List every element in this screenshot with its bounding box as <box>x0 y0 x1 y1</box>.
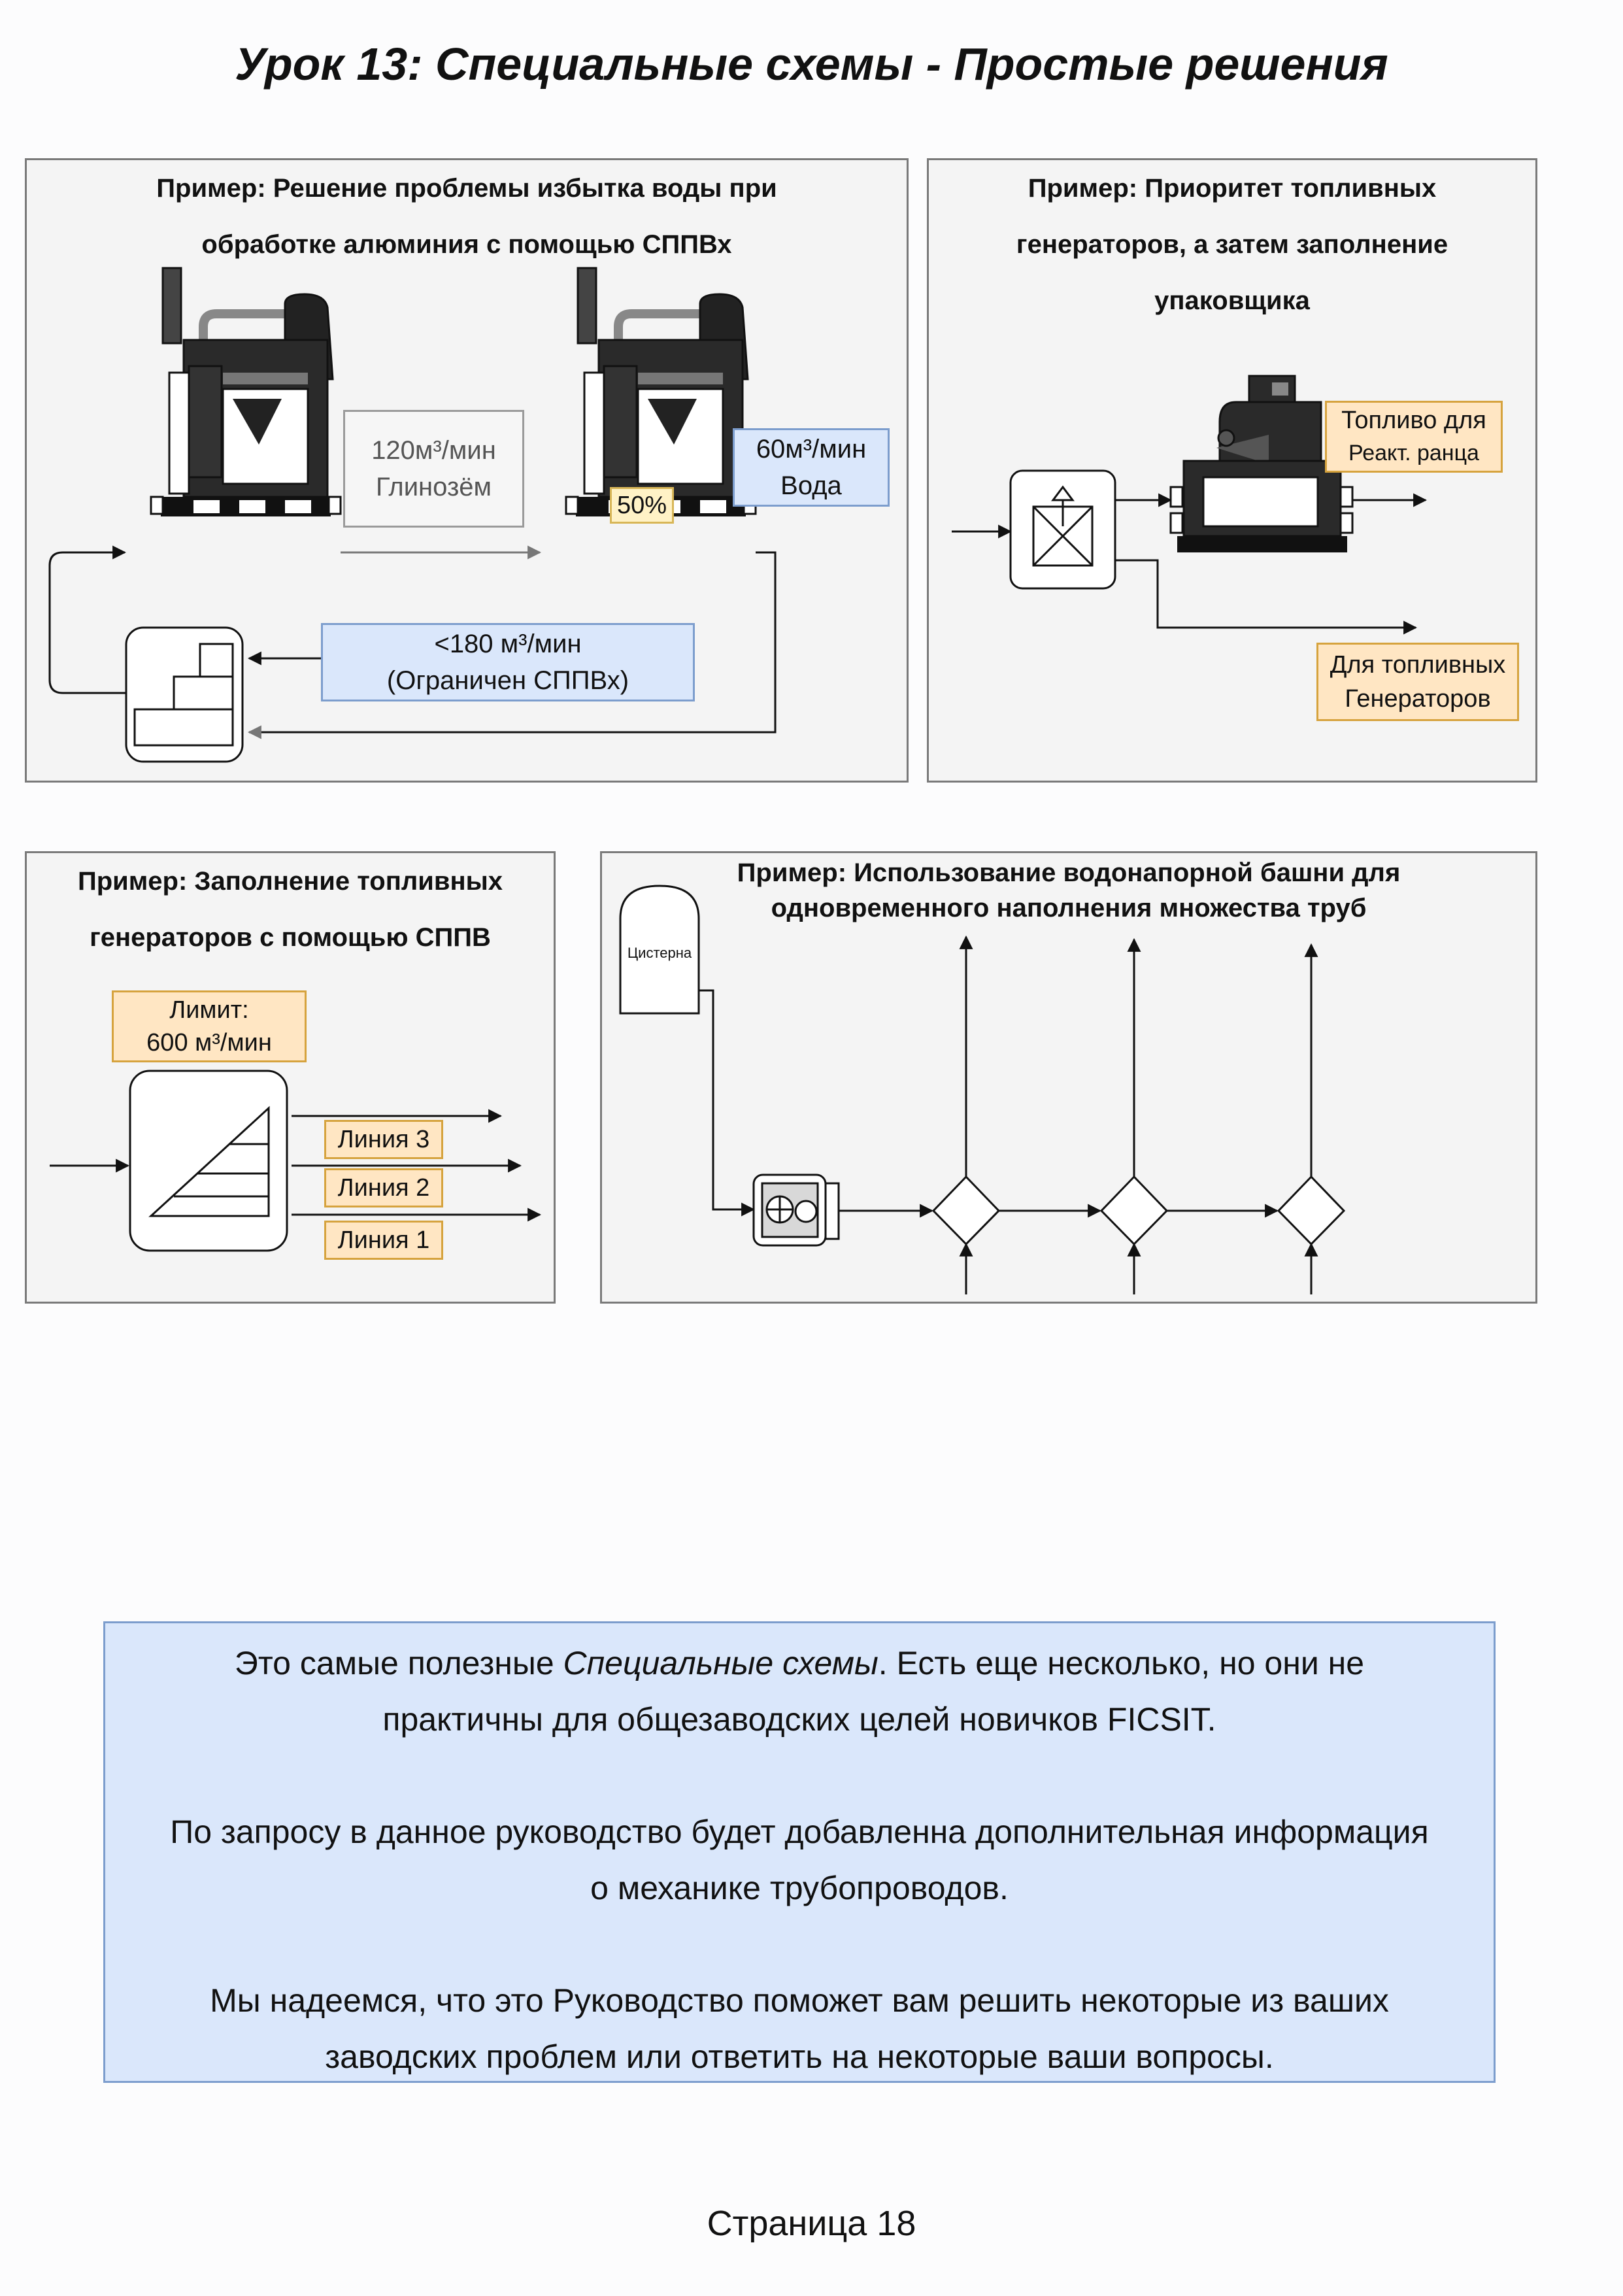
panel3-title-line2: генераторов с помощью СППВ <box>90 923 491 952</box>
tank-label: Цистерна <box>627 945 692 961</box>
loop-pipe <box>48 545 127 694</box>
junction-1 <box>931 1175 1001 1246</box>
summary-p2-line2: о механике трубопроводов. <box>590 1870 1009 1906</box>
panel4-title-line1: Пример: Использование водонапорной башни… <box>737 858 1401 887</box>
generators-note: Для топливных Генераторов <box>1316 643 1519 721</box>
junction-2 <box>1099 1175 1169 1246</box>
valve-icon <box>125 626 244 763</box>
to-generators-pipe <box>1115 559 1418 635</box>
water-note: 60м³/мин Вода <box>733 428 890 507</box>
line3-label: Линия 3 <box>324 1120 443 1159</box>
limit-line2: (Ограничен СППВх) <box>386 666 629 695</box>
packager-icon <box>1169 375 1354 552</box>
water-return-pipe <box>247 551 777 739</box>
panel4-title-line2: одновременного наполнения множества труб <box>771 894 1367 922</box>
line2-label: Линия 2 <box>324 1168 443 1207</box>
jetpack-line1: Топливо для <box>1341 407 1486 434</box>
limit-line1: Лимит: <box>169 996 249 1024</box>
panel3-diagram <box>50 1070 542 1252</box>
panel-fuel-priority: Пример: Приоритет топливных генераторов,… <box>927 158 1537 783</box>
special-schemes-term: Специальные схемы <box>563 1645 878 1681</box>
panel1-title-line1: Пример: Решение проблемы избытка воды пр… <box>156 174 777 203</box>
panel-fuel-generators: Пример: Заполнение топливных генераторов… <box>25 851 556 1304</box>
alumina-note: 120м³/мин Глинозём <box>343 410 524 528</box>
water-label: Вода <box>780 471 842 500</box>
panel1-diagram <box>48 267 777 763</box>
refinery-icon-2 <box>565 267 757 516</box>
alumina-label: Глинозём <box>375 473 492 501</box>
summary-p3-line1: Мы надеемся, что это Руководство поможет… <box>210 1982 1389 2019</box>
clock-speed-badge: 50% <box>610 487 674 524</box>
summary-p1-line1: Это самые полезные Специальные схемы. Ес… <box>234 1645 1365 1681</box>
page-number: Страница 18 <box>707 2204 916 2243</box>
panel4-diagram <box>619 885 1346 1294</box>
valve-icon <box>129 1070 288 1252</box>
panel-aluminum-water: Пример: Решение проблемы избытка воды пр… <box>25 158 909 783</box>
page-title: Урок 13: Специальные схемы - Простые реш… <box>235 39 1388 90</box>
summary-p1-line2: практичны для общезаводских целей новичк… <box>382 1701 1216 1738</box>
summary-box: Это самые полезные Специальные схемы. Ес… <box>103 1621 1496 2083</box>
panel2-diagram <box>952 375 1428 635</box>
tank-icon <box>619 885 700 1015</box>
panel3-title-line1: Пример: Заполнение топливных <box>77 867 503 896</box>
water-rate: 60м³/мин <box>756 435 867 464</box>
limit-note: Лимит: 600 м³/мин <box>112 990 307 1062</box>
alumina-rate: 120м³/мин <box>371 436 496 465</box>
jetpack-note: Топливо для Реакт. ранца <box>1325 401 1503 473</box>
panel1-title-line2: обработке алюминия с помощью СППВх <box>201 230 732 259</box>
limit-note: <180 м³/мин (Ограничен СППВх) <box>321 623 695 701</box>
generators-line2: Генераторов <box>1345 685 1491 713</box>
panel-water-tower: Пример: Использование водонапорной башни… <box>600 851 1537 1304</box>
refinery-icon-1 <box>150 267 342 516</box>
summary-p3-line2: заводских проблем или ответить на некото… <box>325 2038 1274 2075</box>
tank-out-pipe <box>699 989 756 1217</box>
panel2-title-line2: генераторов, а затем заполнение <box>1016 230 1448 259</box>
panel2-title-line3: упаковщика <box>1154 286 1310 315</box>
line1-label: Линия 1 <box>324 1221 443 1260</box>
limit-line2: 600 м³/мин <box>146 1029 272 1056</box>
summary-p2-line1: По запросу в данное руководство будет до… <box>170 1814 1429 1850</box>
pump-icon <box>752 1173 840 1247</box>
panel2-title-line1: Пример: Приоритет топливных <box>1028 174 1437 203</box>
junction-3 <box>1277 1175 1346 1246</box>
splitter-icon <box>1009 469 1116 590</box>
generators-line1: Для топливных <box>1330 651 1506 679</box>
limit-line1: <180 м³/мин <box>434 630 582 658</box>
jetpack-line2: Реакт. ранца <box>1348 441 1479 465</box>
